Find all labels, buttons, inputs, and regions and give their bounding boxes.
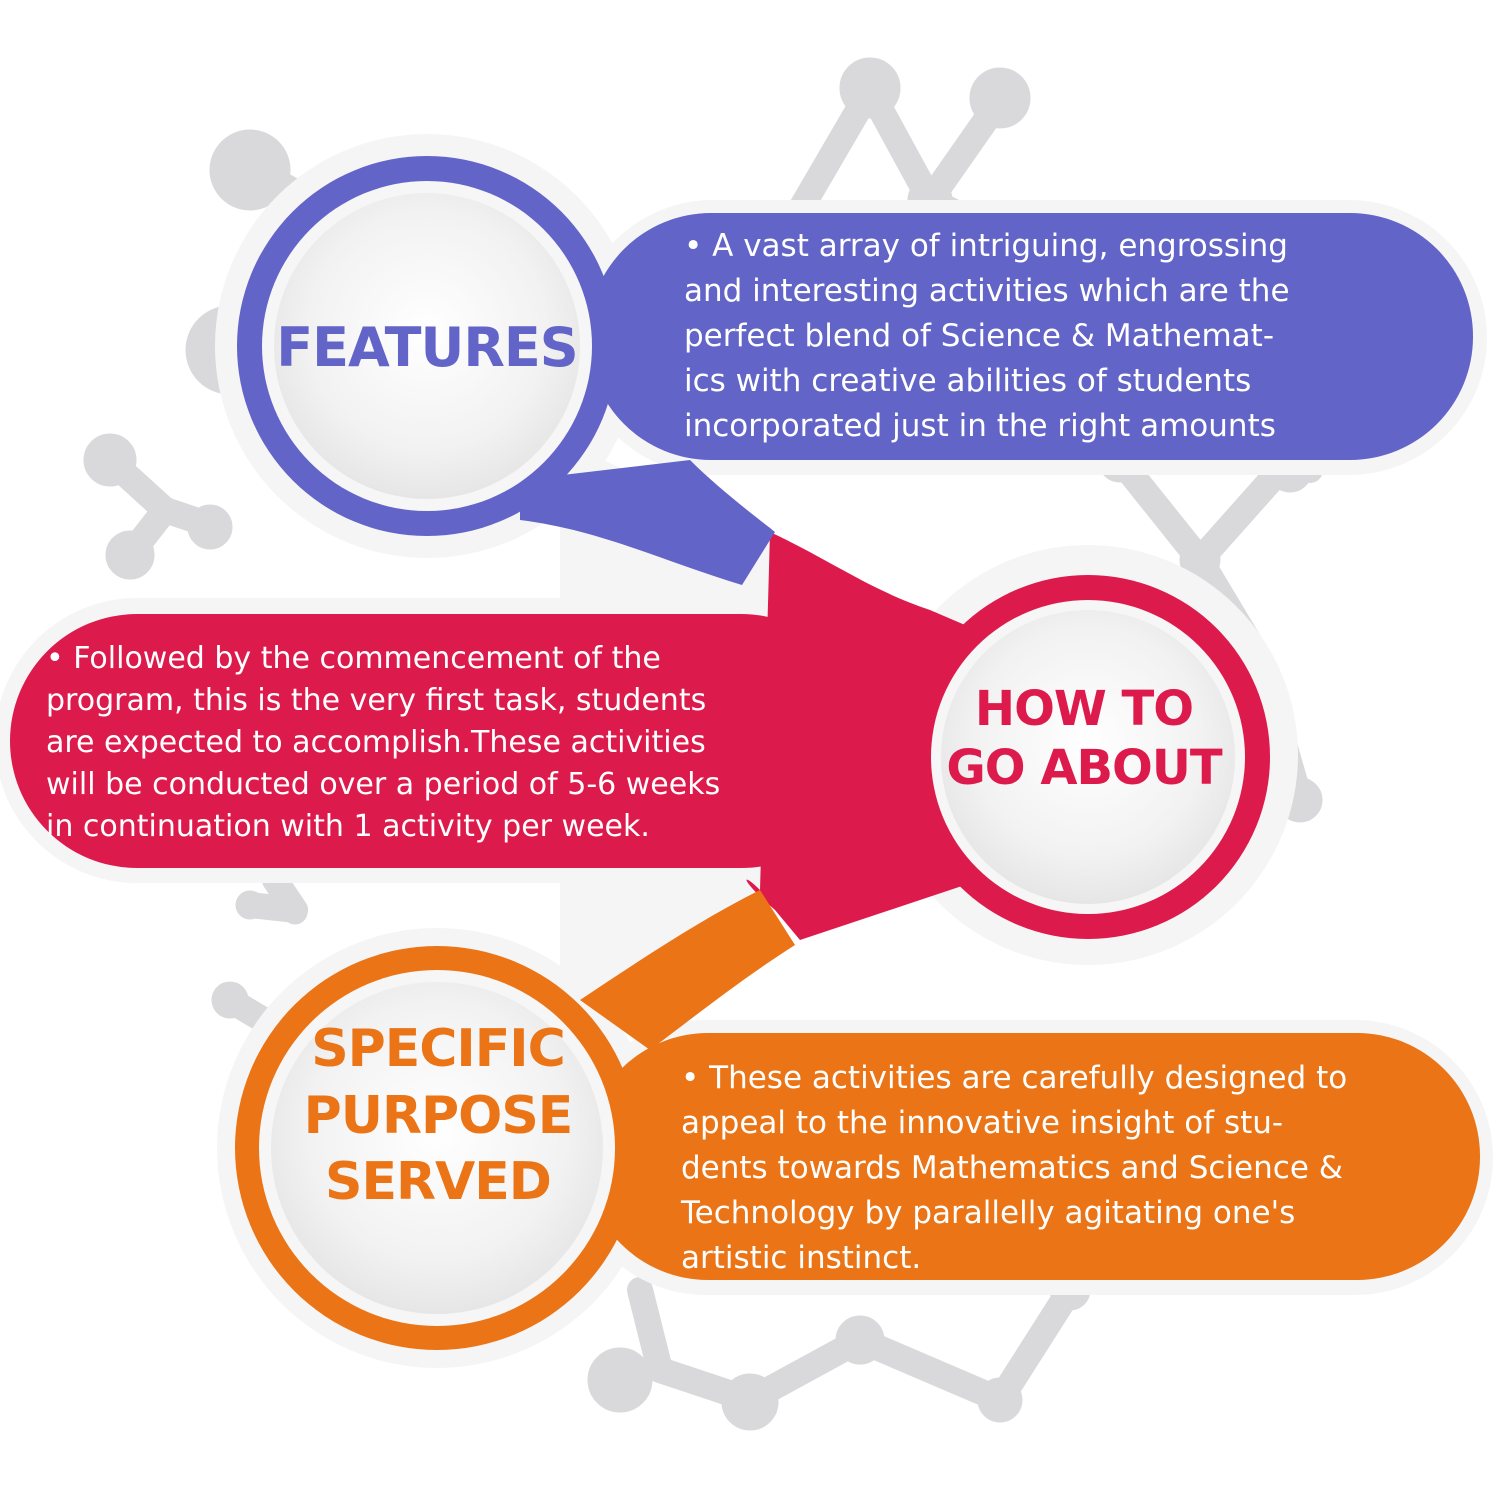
features-title: FEATURES xyxy=(276,316,578,379)
specific-purpose-description: • These activities are carefully designe… xyxy=(681,1060,1348,1276)
lens-purpose xyxy=(259,970,615,1326)
lens-how xyxy=(931,600,1245,914)
specific-purpose-title: SPECIFIC PURPOSE SERVED xyxy=(303,1019,574,1213)
how-to-go-about-title: HOW TO GO ABOUT xyxy=(946,681,1222,796)
how-to-go-about-description: • Followed by the commencement of the pr… xyxy=(46,641,721,844)
features-description: • A vast array of intriguing, engrossing… xyxy=(684,228,1290,444)
lens-features xyxy=(262,181,592,511)
